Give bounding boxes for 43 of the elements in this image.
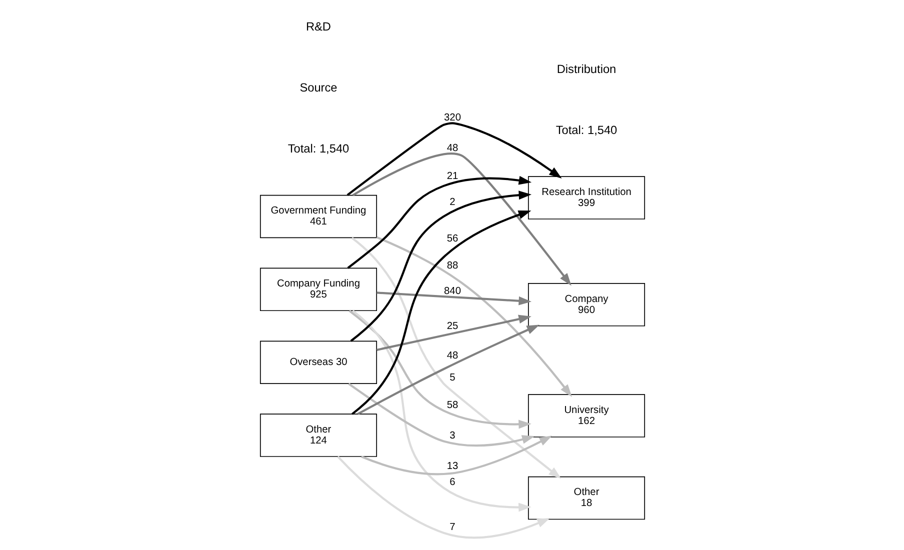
arrow bbox=[376, 314, 531, 351]
arrow bbox=[351, 210, 531, 415]
label: Distribution bbox=[556, 62, 616, 76]
edge-label: 21 bbox=[446, 170, 458, 182]
node-box: Other 124 bbox=[259, 414, 377, 457]
arrow bbox=[350, 190, 532, 342]
arrow bbox=[336, 456, 550, 539]
edge-label: 840 bbox=[444, 286, 460, 298]
arrow bbox=[360, 436, 552, 476]
node-box: Overseas 30 bbox=[259, 340, 377, 384]
edge-label: 6 bbox=[449, 476, 455, 488]
label: R&D bbox=[305, 19, 331, 34]
arrow bbox=[352, 310, 531, 512]
edge-label: 48 bbox=[446, 142, 458, 154]
arrow bbox=[352, 152, 571, 286]
arrow bbox=[348, 310, 531, 429]
arrow bbox=[376, 292, 531, 306]
arrow bbox=[346, 122, 562, 196]
node-box: Research Institution 399 bbox=[527, 176, 645, 220]
edge-label: 13 bbox=[446, 460, 458, 472]
edge-label: 48 bbox=[446, 350, 458, 362]
edge-label: 320 bbox=[444, 112, 460, 124]
arrow bbox=[350, 237, 561, 479]
label: Source bbox=[299, 80, 337, 95]
node-box: Other 18 bbox=[527, 476, 645, 520]
arrow bbox=[356, 324, 540, 415]
edge-label: 7 bbox=[449, 522, 455, 533]
edge-label: 56 bbox=[446, 234, 458, 245]
edge-label: 58 bbox=[446, 400, 458, 411]
arrow bbox=[348, 382, 534, 447]
label: Total: 1,540 bbox=[555, 122, 617, 137]
node-box: Company Funding 925 bbox=[259, 268, 377, 312]
arrow bbox=[376, 236, 572, 398]
edge-label: 88 bbox=[446, 260, 458, 272]
node-box: Government Funding 461 bbox=[259, 194, 377, 238]
edge-label: 25 bbox=[446, 320, 458, 332]
arrow bbox=[346, 176, 532, 269]
label: Total: 1,540 bbox=[287, 142, 349, 156]
edge-label: 3 bbox=[449, 430, 455, 442]
edge-label: 2 bbox=[449, 197, 455, 208]
edge-label: 5 bbox=[449, 372, 455, 384]
node-box: University 162 bbox=[527, 394, 645, 438]
node-box: Company 960 bbox=[527, 283, 645, 326]
